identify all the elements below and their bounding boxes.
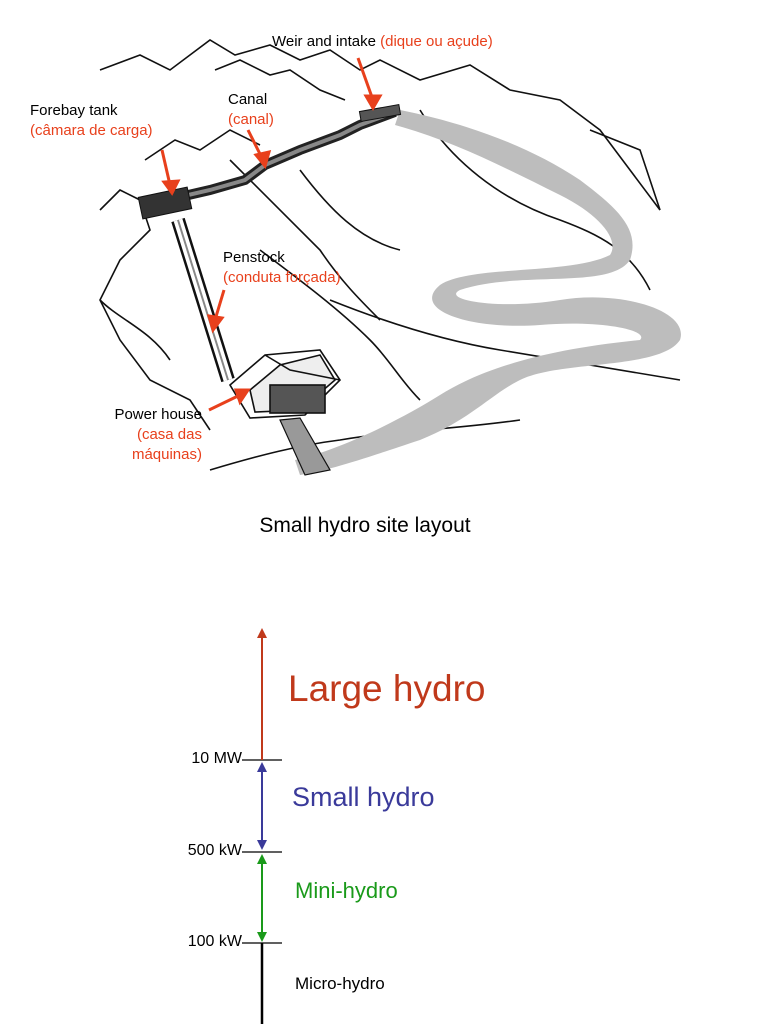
penstock [171,217,235,383]
canal-label-en: Canal [228,91,268,108]
penstock-label-en: Penstock [223,249,285,266]
micro-hydro-label: Micro-hydro [295,974,385,993]
weir-label: Weir and intake (dique ou açude) [272,32,493,52]
large-hydro-label: Large hydro [288,668,486,709]
tick-label-500kw: 500 kW [187,842,242,859]
powerhouse-label: Power house (casa das máquinas) [80,405,202,465]
large-hydro-range [257,628,267,760]
power-house [228,349,342,419]
small-hydro-range [257,762,267,850]
canal-label-pt: (canal) [228,111,274,128]
mini-hydro-label: Mini-hydro [295,878,398,903]
powerhouse-label-pt1: (casa das [136,426,202,443]
forebay-label-en: Forebay tank [30,102,118,119]
penstock-label: Penstock (conduta forçada) [223,248,341,288]
forebay-label-pt: (câmara de carga) [30,122,153,139]
small-hydro-label: Small hydro [292,782,435,812]
canal-label: Canal (canal) [228,90,274,130]
canal [143,107,397,210]
tick-label-100kw: 100 kW [187,933,242,950]
forebay-label: Forebay tank (câmara de carga) [30,101,153,141]
tick-label-10mw: 10 MW [191,750,242,767]
weir-label-pt: (dique ou açude) [380,33,493,50]
site-layout-illustration [99,39,681,476]
powerhouse-label-en: Power house [114,406,202,423]
annotation-arrows [160,57,383,412]
mini-hydro-range [257,854,267,942]
hydro-scale-diagram [242,628,282,1024]
tailrace [279,417,331,476]
powerhouse-label-pt2: máquinas) [131,446,202,463]
mountain-outline [99,39,681,471]
river [295,110,681,475]
weir-label-en: Weir and intake [272,33,376,50]
weir [358,104,402,122]
penstock-label-pt: (conduta forçada) [223,269,341,286]
forebay-tank [137,186,193,220]
diagram-caption: Small hydro site layout [259,514,471,537]
